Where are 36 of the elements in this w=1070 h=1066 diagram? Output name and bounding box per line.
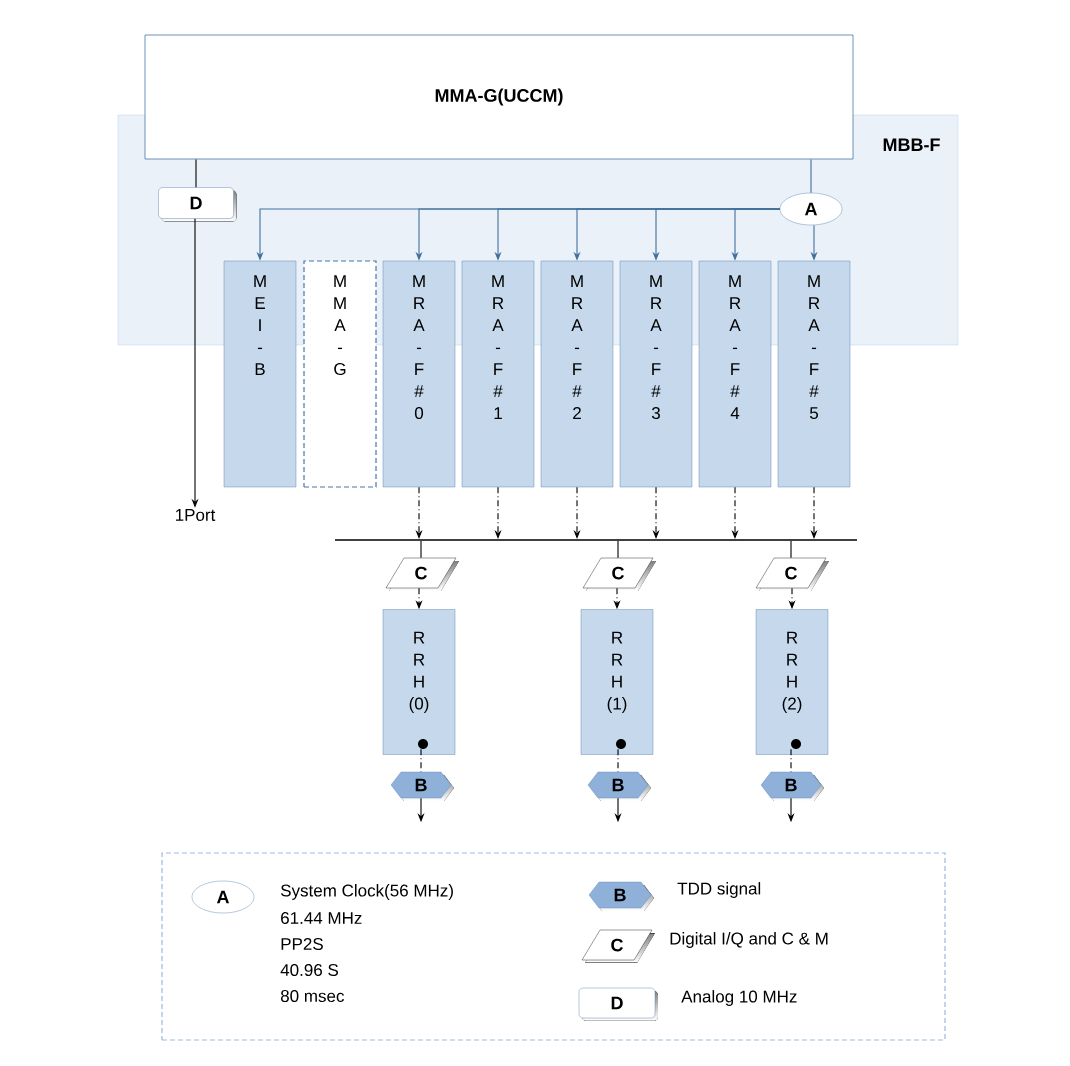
connector-line <box>810 158 812 194</box>
card-box: M R A - F # 4 <box>698 260 772 488</box>
legend-text: Digital I/Q and C & M <box>670 932 828 948</box>
card-box: M R A - F # 3 <box>619 260 693 488</box>
connector-line <box>420 540 422 559</box>
card-box: M R A - F # 1 <box>461 260 535 488</box>
legend-text: 80 msec <box>280 990 344 1003</box>
radio-unit-box: R R H (0) <box>382 609 456 755</box>
legend-text: TDD signal <box>677 882 761 898</box>
legend-text: 61.44 MHz <box>281 912 362 925</box>
connector-line <box>617 748 619 773</box>
connector-line <box>790 540 792 559</box>
legend-text: PP2S <box>281 938 323 951</box>
signal-tag: B <box>760 771 824 801</box>
card-box: M R A - F # 5 <box>777 260 851 488</box>
signal-tag: B <box>587 771 651 801</box>
connector-line <box>617 540 619 559</box>
card-box: M R A - F # 2 <box>540 260 614 488</box>
connector-line <box>420 748 422 773</box>
port-label: 1Port <box>176 509 216 521</box>
legend-text: System Clock(56 MHz) <box>280 884 453 900</box>
empty-slot-box: M M A - G <box>303 260 377 488</box>
card-box: M E I - B <box>223 260 297 488</box>
signal-tag: B <box>588 881 654 911</box>
legend-frame <box>161 852 946 1041</box>
radio-unit-box: R R H (1) <box>580 609 654 755</box>
signal-tag: B <box>390 771 454 801</box>
signal-tag: D <box>578 987 658 1021</box>
legend-text: Analog 10 MHz <box>681 990 797 1006</box>
connector-line <box>790 748 792 773</box>
module-box: MMA-G(UCCM) <box>144 34 854 160</box>
signal-tag: D <box>158 187 237 222</box>
card-box: M R A - F # 0 <box>382 260 456 488</box>
legend-text: 40.96 S <box>280 964 338 977</box>
radio-unit-box: R R H (2) <box>755 609 829 755</box>
connector-line <box>195 158 197 188</box>
